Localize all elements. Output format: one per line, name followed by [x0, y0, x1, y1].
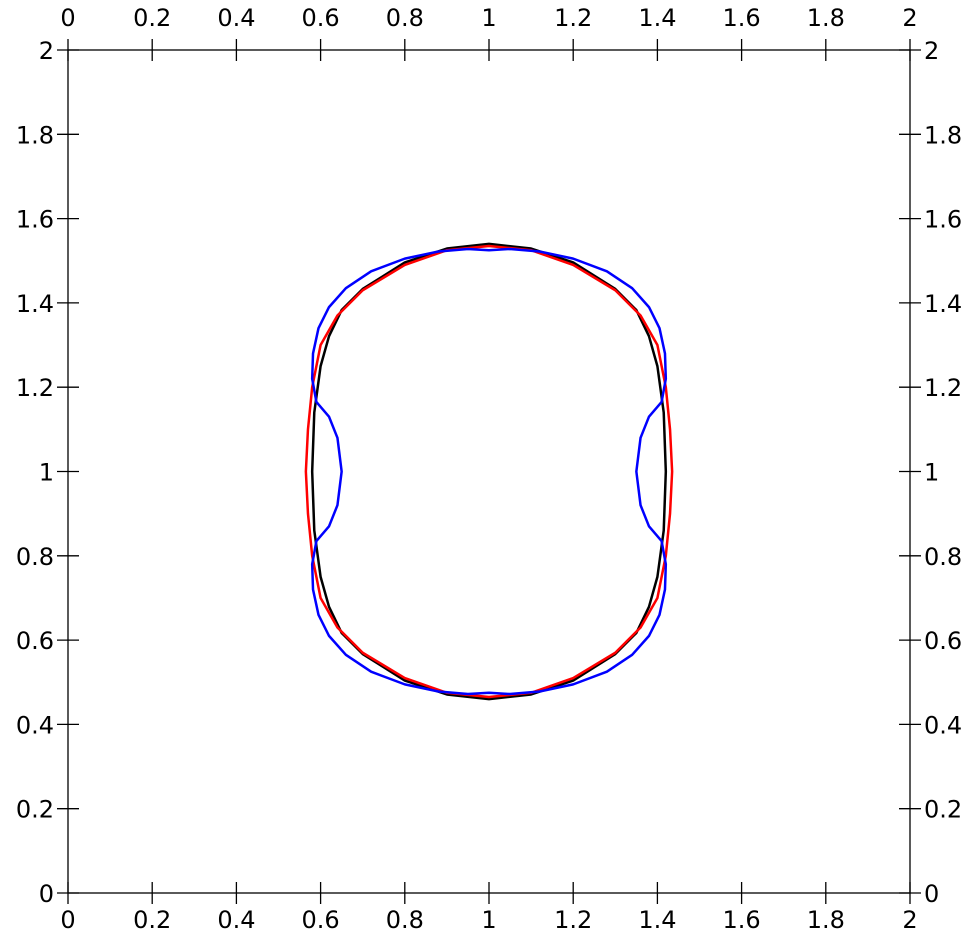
x-tick-label-top-3: 0.6: [302, 4, 340, 32]
y-tick-label-left-3: 0.6: [16, 627, 54, 655]
x-tick-label-bottom-4: 0.8: [386, 906, 424, 934]
y-tick-label-left-2: 0.4: [16, 711, 54, 739]
y-tick-label-right-3: 0.6: [924, 627, 962, 655]
y-tick-label-right-0: 0: [924, 880, 939, 908]
y-tick-label-right-9: 1.8: [924, 121, 962, 149]
y-tick-label-right-10: 2: [924, 37, 939, 65]
x-tick-label-bottom-8: 1.6: [723, 906, 761, 934]
plot-frame: [67, 49, 911, 894]
axes: [67, 49, 911, 894]
x-tick-label-top-9: 1.8: [807, 4, 845, 32]
curves: [304, 242, 674, 701]
y-tick-label-left-7: 1.4: [16, 290, 54, 318]
series-line-1: [304, 244, 674, 699]
y-tick-label-right-1: 0.2: [924, 796, 962, 824]
x-tick-label-top-2: 0.4: [217, 4, 255, 32]
y-tick-label-left-8: 1.6: [16, 206, 54, 234]
x-tick-label-top-1: 0.2: [133, 4, 171, 32]
y-tick-label-right-8: 1.6: [924, 206, 962, 234]
y-tick-label-left-4: 0.8: [16, 543, 54, 571]
x-tick-label-bottom-9: 1.8: [807, 906, 845, 934]
series-line-2: [310, 247, 668, 696]
x-tick-label-bottom-5: 1: [481, 906, 496, 934]
y-tick-label-left-9: 1.8: [16, 121, 54, 149]
y-tick-label-left-6: 1.2: [16, 374, 54, 402]
y-tick-label-right-6: 1.2: [924, 374, 962, 402]
y-tick-label-left-5: 1: [39, 459, 54, 487]
y-tick-label-right-7: 1.4: [924, 290, 962, 318]
series-line-0: [310, 242, 668, 701]
y-tick-label-left-1: 0.2: [16, 796, 54, 824]
x-tick-label-bottom-1: 0.2: [133, 906, 171, 934]
x-tick-label-bottom-0: 0: [60, 906, 75, 934]
x-tick-label-top-4: 0.8: [386, 4, 424, 32]
x-tick-label-top-8: 1.6: [723, 4, 761, 32]
x-tick-label-bottom-10: 2: [902, 906, 917, 934]
x-tick-label-bottom-6: 1.2: [554, 906, 592, 934]
x-tick-label-top-7: 1.4: [638, 4, 676, 32]
ticks: 000.20.20.40.40.60.60.80.8111.21.21.41.4…: [16, 4, 962, 934]
x-tick-label-top-10: 2: [902, 4, 917, 32]
x-tick-label-bottom-3: 0.6: [302, 906, 340, 934]
y-tick-label-right-2: 0.4: [924, 711, 962, 739]
y-tick-label-right-5: 1: [924, 459, 939, 487]
x-tick-label-top-0: 0: [60, 4, 75, 32]
x-tick-label-bottom-7: 1.4: [638, 906, 676, 934]
y-tick-label-left-10: 2: [39, 37, 54, 65]
x-tick-label-top-5: 1: [481, 4, 496, 32]
y-tick-label-left-0: 0: [39, 880, 54, 908]
y-tick-label-right-4: 0.8: [924, 543, 962, 571]
x-tick-label-bottom-2: 0.4: [217, 906, 255, 934]
x-tick-label-top-6: 1.2: [554, 4, 592, 32]
